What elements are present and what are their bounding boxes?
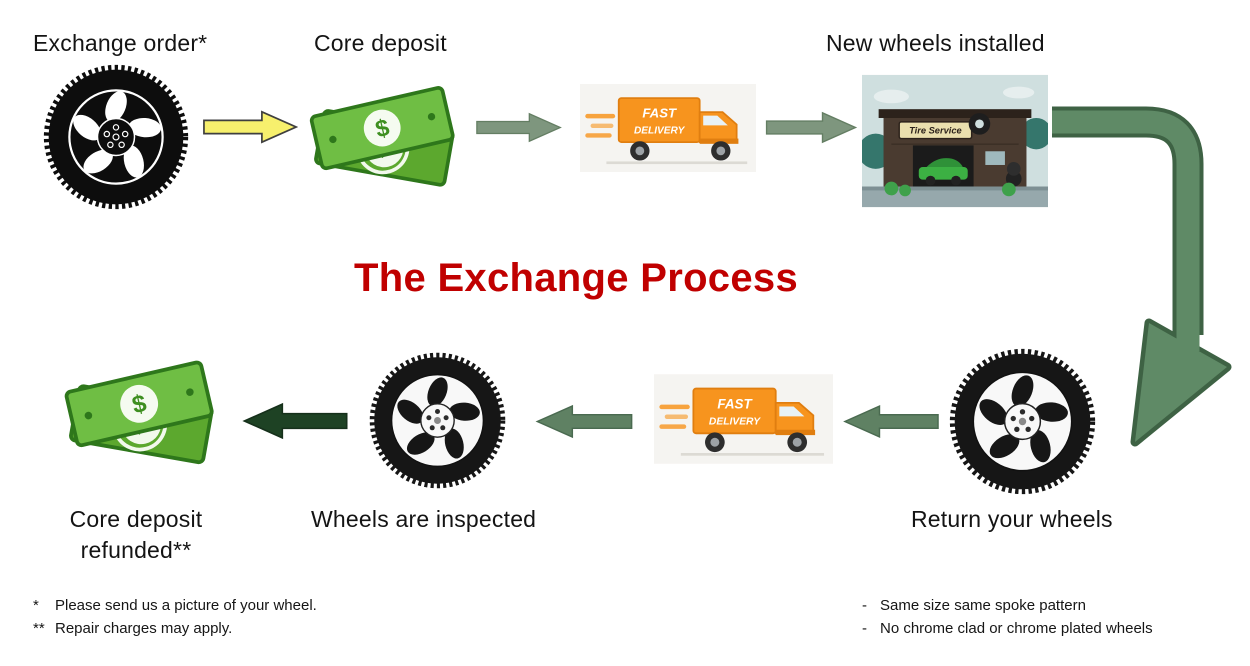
money-bill-front: $ (309, 86, 455, 171)
tire-service-shop-icon: Tire Service (862, 74, 1048, 208)
label-core-deposit-refunded: Core deposit refunded** (35, 504, 237, 566)
footnote-marker: - (862, 620, 867, 637)
truck-text-line2: DELIVERY (634, 125, 686, 136)
footnote-no-chrome: - No chrome clad or chrome plated wheels (862, 617, 1153, 640)
shop-sign-text: Tire Service (909, 126, 962, 136)
wheel-spoke-cutouts (397, 377, 480, 459)
diagram-title: The Exchange Process (354, 256, 798, 300)
money-bill-front: $ (64, 360, 214, 448)
return-wheel-icon (948, 347, 1097, 496)
footnote-text: Repair charges may apply. (55, 620, 233, 637)
arrow-left-green-icon (843, 404, 939, 439)
arrow-right-green-icon (476, 111, 562, 144)
footnote-text: No chrome clad or chrome plated wheels (880, 620, 1153, 637)
delivery-truck-icon: FAST DELIVERY (654, 374, 833, 464)
dollar-sign: $ (373, 114, 392, 143)
footnote-marker: * (33, 597, 39, 614)
footnotes-left: * Please send us a picture of your wheel… (33, 594, 317, 640)
label-new-wheels-installed: New wheels installed (826, 30, 1045, 56)
footnote-picture-of-wheel: * Please send us a picture of your wheel… (33, 594, 317, 617)
wheel-spoke-cutouts (979, 375, 1068, 463)
black-wheel-icon (42, 63, 190, 211)
arrow-right-yellow-icon (203, 109, 298, 145)
money-core-deposit-icon: $ $ (293, 66, 475, 204)
truck-text-line1: FAST (717, 396, 753, 411)
inspected-wheel-icon (368, 351, 507, 490)
money-refund-icon: $ $ (48, 340, 234, 482)
delivery-truck-icon: FAST DELIVERY (580, 84, 756, 172)
truck-text-line1: FAST (642, 105, 677, 120)
label-return-your-wheels: Return your wheels (911, 506, 1113, 532)
footnote-repair-charges: ** Repair charges may apply. (33, 617, 317, 640)
wheel-spoke-cutouts (73, 91, 162, 178)
label-wheels-are-inspected: Wheels are inspected (311, 506, 537, 532)
footnote-marker: ** (33, 620, 45, 637)
label-exchange-order: Exchange order* (33, 30, 208, 56)
footnote-marker: - (862, 597, 867, 614)
label-core-deposit-refunded-line1: Core deposit (69, 506, 203, 532)
arrow-left-dark-green-icon (242, 402, 348, 440)
footnote-text: Please send us a picture of your wheel. (55, 597, 317, 614)
footnotes-right: - Same size same spoke pattern - No chro… (862, 594, 1153, 640)
label-core-deposit: Core deposit (314, 30, 447, 56)
footnote-text: Same size same spoke pattern (880, 597, 1086, 614)
footnote-same-size: - Same size same spoke pattern (862, 594, 1153, 617)
curved-arrow-down-icon (1040, 95, 1250, 465)
arrow-left-green-icon (527, 404, 641, 439)
dollar-sign: $ (130, 390, 150, 419)
truck-text-line2: DELIVERY (709, 416, 761, 427)
arrow-right-green-icon (765, 111, 858, 144)
label-core-deposit-refunded-line2: refunded** (80, 537, 192, 563)
